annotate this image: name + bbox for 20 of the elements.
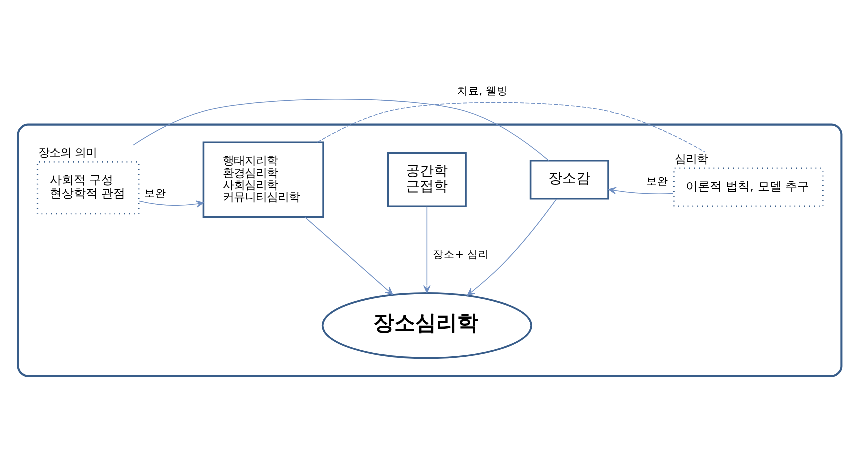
edge-label: 보완 — [646, 175, 668, 188]
node-box: 사회적 구성 현상학적 관점 — [36, 160, 140, 214]
edge-label: 치료, 웰빙 — [457, 84, 508, 97]
node-label: 심리학 — [674, 152, 708, 166]
arrow — [467, 198, 558, 296]
connector — [133, 98, 550, 161]
cluster — [17, 123, 843, 377]
arrow — [423, 206, 431, 293]
node-ellipse: 장소심리학 — [322, 292, 532, 359]
node-box: 공간학 근접학 — [387, 152, 467, 207]
edge-label: 보완 — [144, 188, 167, 200]
node-box: 이론적 법칙, 모델 추구 — [673, 167, 824, 207]
connector — [317, 102, 706, 152]
edge-label: 장소+ 심리 — [433, 248, 490, 260]
arrow — [304, 216, 394, 295]
arrow — [139, 200, 204, 208]
arrow — [608, 186, 674, 194]
node-label: 장소의 의미 — [38, 145, 98, 160]
node-box: 행태지리학 환경심리학 사회심리학 커뮤니티심리학 — [202, 141, 324, 218]
node-box: 장소감 — [530, 159, 610, 200]
